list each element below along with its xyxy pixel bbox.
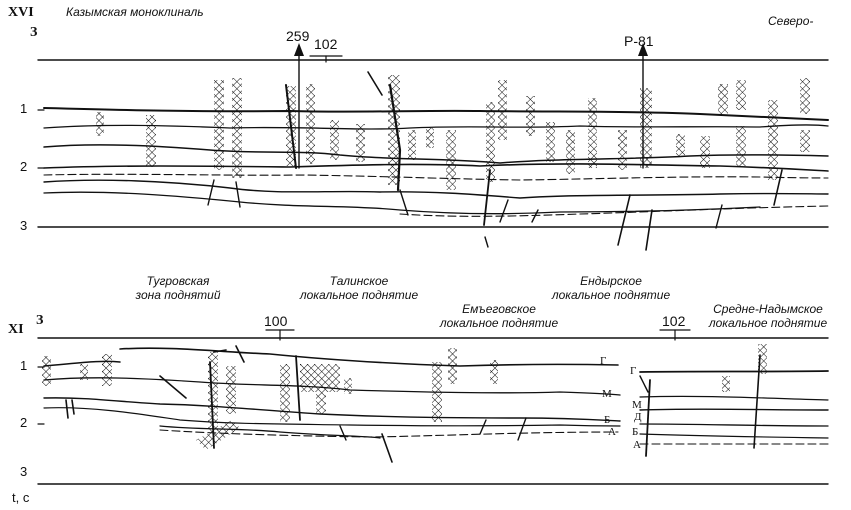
horizon-line: [639, 395, 829, 401]
fault-line: [235, 345, 245, 363]
uplift-line1: Емъеговское: [462, 302, 536, 316]
fault-line: [159, 375, 187, 399]
intersection-label-102: 102: [314, 36, 338, 52]
fault-line: [517, 417, 527, 441]
uplift-line1: Ендырское: [580, 274, 642, 288]
fault-line: [639, 375, 649, 393]
caption-kazym: Казымская моноклиналь: [66, 5, 204, 19]
fault-line: [339, 425, 347, 441]
well-label-259: 259: [286, 28, 310, 44]
horizon-line: [43, 107, 829, 121]
uplift-line1: Тугровская: [146, 274, 210, 288]
fault-line: [235, 181, 241, 208]
fault-line: [367, 71, 383, 96]
horizon-label-b: Б: [604, 414, 611, 426]
uplift-emegovskoe: Емъеговское локальное поднятие: [424, 302, 574, 330]
tick-label-1-bottom: 1: [20, 358, 28, 373]
horizon-label-g: Г: [600, 355, 607, 367]
uplift-talinskoe: Талинское локальное поднятие: [284, 274, 434, 302]
profile-label-top: XVI: [8, 5, 34, 20]
fault-line: [399, 189, 409, 216]
tick-label-3: 3: [20, 218, 28, 233]
caption-severo: Северо-: [768, 14, 814, 28]
fault-line: [484, 236, 489, 248]
horizon-line: [639, 370, 829, 373]
tick-label-2-bottom: 2: [20, 415, 28, 430]
horizon-label-m: М: [602, 388, 612, 400]
uplift-line1: Средне-Надымское: [713, 302, 823, 316]
profile-label-bottom: XI: [8, 322, 24, 337]
fault-line: [479, 419, 487, 435]
anomaly-zones-bottom: [42, 344, 767, 450]
tick-label-2: 2: [20, 159, 28, 174]
horizon-label-a: А: [608, 426, 616, 438]
uplift-line2: зона поднятий: [135, 288, 221, 302]
fault-line: [295, 355, 301, 421]
tick-label-3-bottom: 3: [20, 464, 28, 479]
intersection-label-102-bottom: 102: [662, 313, 686, 329]
intersection-label-100: 100: [264, 313, 288, 329]
horizon-line: [43, 144, 829, 164]
horizon-line: [119, 347, 619, 367]
uplift-line2: локальное поднятие: [551, 288, 671, 302]
horizon-label-b-right: Б: [632, 426, 639, 438]
uplift-line1: Талинское: [329, 274, 389, 288]
horizon-line: [43, 360, 121, 367]
well-label-p81: Р-81: [624, 33, 654, 49]
time-axis-label: t, с: [12, 490, 30, 505]
uplift-tugrovskaya: Тугровская зона поднятий: [118, 274, 238, 302]
horizon-line: [43, 179, 829, 199]
fault-line: [499, 199, 509, 223]
uplift-line2: локальное поднятие: [708, 316, 828, 330]
anomaly-zones-top: [96, 75, 810, 190]
horizon-line: [159, 425, 381, 439]
horizon-label-a-right: А: [633, 439, 641, 451]
fault-line: [531, 209, 539, 223]
uplift-line2: локальное поднятие: [299, 288, 419, 302]
fault-line: [65, 399, 69, 419]
horizon-label-g-right: Г: [630, 365, 637, 377]
horizon-label-d-right: Д: [634, 411, 642, 423]
horizon-label-m-right: М: [632, 399, 642, 411]
horizon-line: [639, 423, 829, 427]
horizon-line: [43, 397, 621, 422]
fault-line: [715, 204, 723, 229]
horizon-line: [43, 163, 829, 172]
uplift-line2: локальное поднятие: [439, 316, 559, 330]
direction-label-bottom: З: [36, 313, 44, 328]
horizon-line: [43, 173, 829, 181]
fault-line: [381, 433, 393, 463]
fault-line: [645, 379, 651, 457]
tick-label-1: 1: [20, 101, 28, 116]
horizon-line: [639, 408, 829, 411]
fault-line: [207, 179, 215, 206]
bottom-section: [37, 329, 829, 485]
fault-line: [71, 399, 75, 415]
horizon-line: [43, 124, 829, 130]
direction-label-top: З: [30, 25, 38, 40]
horizon-line: [43, 407, 621, 427]
well-259-arrow: [294, 43, 304, 56]
horizon-line: [399, 205, 829, 217]
uplift-endyrskoe: Ендырское локальное поднятие: [536, 274, 686, 302]
horizon-line: [43, 191, 761, 215]
fault-line: [773, 169, 783, 206]
top-section: [37, 43, 829, 251]
horizon-line: [639, 433, 829, 439]
fault-line: [645, 209, 653, 251]
well-p81-arrow: [638, 43, 648, 56]
fault-line: [213, 349, 227, 353]
uplift-sredne-nadymskoe: Средне-Надымское локальное поднятие: [698, 302, 838, 330]
fault-line: [617, 194, 631, 246]
